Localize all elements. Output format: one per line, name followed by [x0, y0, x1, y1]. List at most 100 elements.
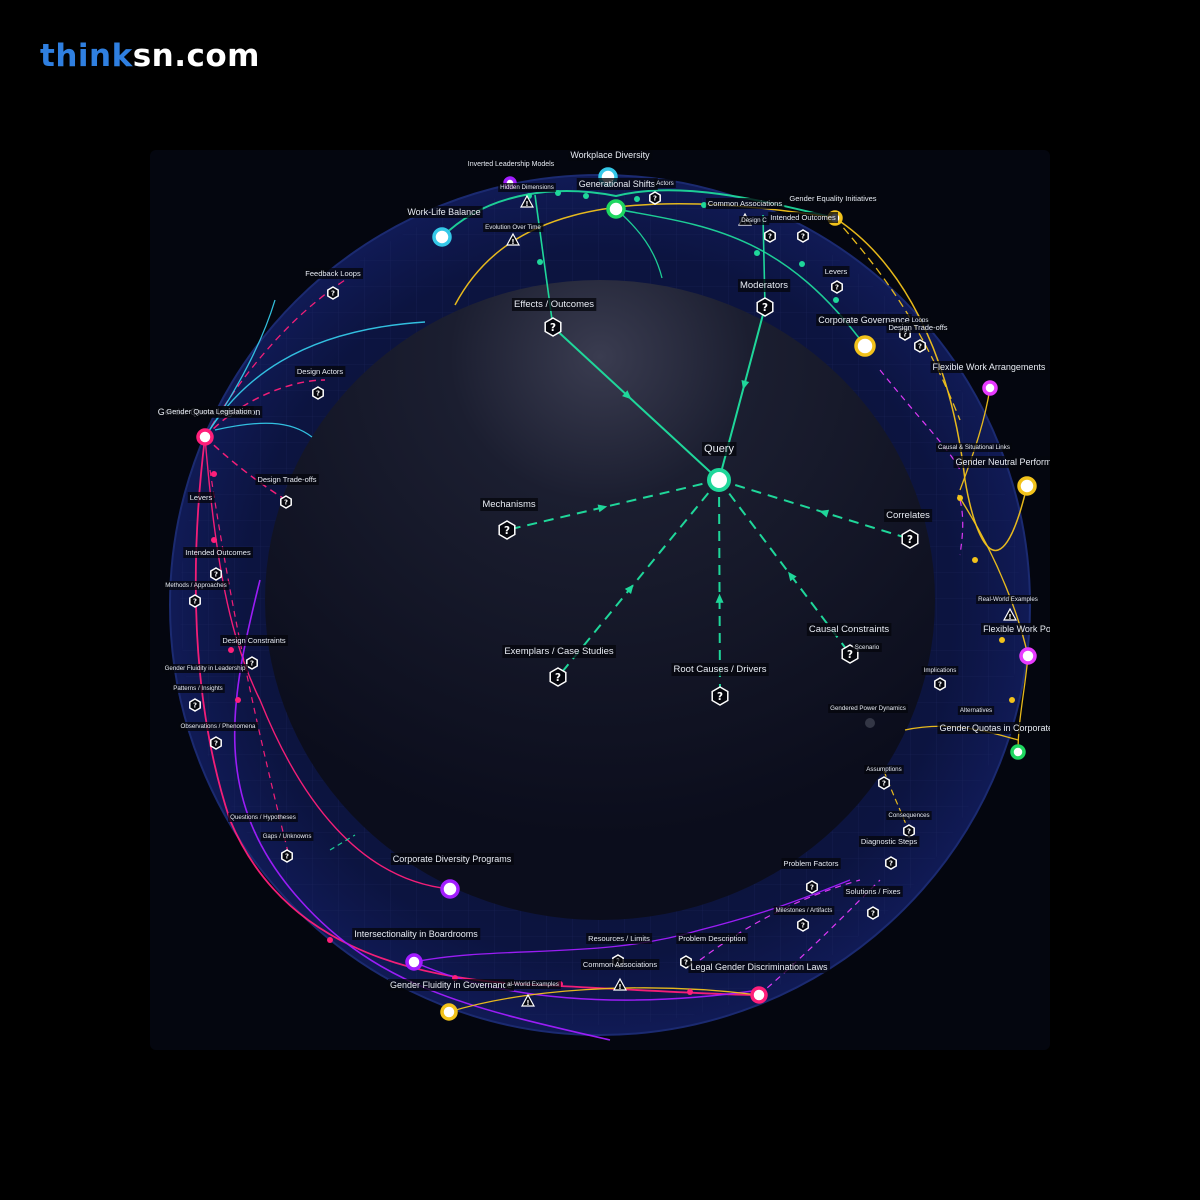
topic-node-work-life-balance[interactable]	[432, 227, 452, 247]
svg-text:Levers: Levers	[190, 493, 213, 502]
question-hex-icon[interactable]: ?	[312, 386, 324, 400]
edge-arrow-3	[715, 593, 724, 603]
topic-node-corporate-governance[interactable]	[854, 335, 876, 357]
svg-text:?: ?	[717, 691, 723, 703]
question-hex-icon[interactable]: ?	[831, 280, 843, 294]
topic-node-gender-quotas-in-corporate-l[interactable]	[1010, 744, 1026, 760]
topic-node-corporate-diversity-programs[interactable]	[440, 879, 460, 899]
warning-icon[interactable]: !	[505, 232, 521, 246]
question-hex-icon[interactable]: ?	[549, 667, 567, 687]
question-hex-icon[interactable]: ?	[280, 495, 292, 509]
svg-text:Root Causes / Drivers: Root Causes / Drivers	[674, 664, 767, 675]
svg-text:?: ?	[214, 740, 218, 748]
topic-node-gender-neutral-performa[interactable]	[1017, 476, 1037, 496]
question-hex-icon[interactable]: ?	[901, 529, 919, 549]
curve-right-pink-dashed	[879, 369, 961, 471]
dot-node-icon[interactable]	[865, 718, 875, 728]
question-hex-icon[interactable]: ?	[210, 567, 222, 581]
svg-text:Gender Fluidity in Governance: Gender Fluidity in Governance	[390, 980, 512, 990]
svg-text:Milestones / Artifacts: Milestones / Artifacts	[776, 907, 833, 914]
sub-label-levers: Levers	[187, 492, 215, 503]
question-hex-icon[interactable]: ?	[189, 594, 201, 608]
edge-arrow-2	[624, 584, 634, 594]
question-hex-icon[interactable]: ?	[327, 286, 339, 300]
svg-text:Consequences: Consequences	[888, 812, 929, 819]
warning-icon[interactable]: !	[1002, 607, 1018, 621]
question-hex-icon[interactable]: ?	[756, 297, 774, 317]
svg-text:Gender Quotas in Corporate L: Gender Quotas in Corporate L	[939, 723, 1050, 733]
question-hex-icon[interactable]: ?	[649, 191, 661, 205]
topic-node-flexible-work-arrangements[interactable]	[982, 380, 998, 396]
svg-text:Patterns / Insights: Patterns / Insights	[173, 685, 223, 692]
inner-node-label-mechanisms: Mechanisms	[480, 498, 538, 511]
warning-icon[interactable]: !	[519, 194, 535, 208]
question-hex-icon[interactable]: ?	[878, 776, 890, 790]
question-hex-icon[interactable]: ?	[797, 918, 809, 932]
svg-text:!: !	[618, 983, 621, 991]
topic-node-flexible-work-pol[interactable]	[1019, 647, 1037, 665]
question-hex-icon[interactable]: ?	[189, 698, 201, 712]
curve-bottom-purple-2	[413, 879, 851, 963]
edge-arrow-0	[597, 504, 608, 513]
topic-node-gender-quota-legislation[interactable]	[196, 428, 214, 446]
sub-label-solutions-fixes: Solutions / Fixes	[843, 886, 903, 897]
svg-text:?: ?	[889, 860, 893, 868]
question-hex-icon[interactable]: ?	[246, 656, 258, 670]
svg-text:!: !	[525, 200, 528, 208]
sub-label-design-trade-offs: Design Trade-offs	[255, 474, 319, 485]
query-label: Query	[702, 442, 737, 456]
curve-left-magenta-dashed	[204, 379, 326, 438]
knowledge-graph[interactable]: ???????!!?!????????????????!!???????! Qu…	[150, 150, 1050, 1050]
sub-label-consequences: Consequences	[886, 811, 932, 820]
topic-node-intersectionality-in-boardrooms[interactable]	[405, 953, 423, 971]
edge-dot-teal-6	[754, 250, 760, 256]
question-hex-icon[interactable]: ?	[797, 229, 809, 243]
edge-dot-teal-7	[799, 261, 805, 267]
svg-text:Intersectionality in Boardroom: Intersectionality in Boardrooms	[354, 929, 478, 939]
question-hex-icon[interactable]: ?	[498, 520, 516, 540]
edge-dot-teal-8	[833, 297, 839, 303]
sub-label-evolution-over-time: Evolution Over Time	[483, 223, 544, 232]
svg-text:Workplace Diversity: Workplace Diversity	[570, 150, 650, 160]
question-hex-icon[interactable]: ?	[903, 824, 915, 838]
question-hex-icon[interactable]: ?	[711, 686, 729, 706]
warning-icon[interactable]: !	[612, 977, 628, 991]
edge-query-4	[718, 479, 851, 655]
sub-label-intended-outcomes: Intended Outcomes	[183, 547, 253, 558]
edge-arrow-5	[622, 390, 632, 400]
edge-query-0	[506, 479, 720, 531]
edge-dot-magenta-0	[211, 471, 217, 477]
curve-right-pink-drop	[959, 387, 991, 491]
question-hex-icon[interactable]: ?	[885, 856, 897, 870]
warning-icon[interactable]: !	[520, 993, 536, 1007]
topic-node-label-intersectionality-in-boardrooms: Intersectionality in Boardrooms	[352, 928, 481, 940]
edge-query-5	[552, 326, 720, 481]
question-hex-icon[interactable]: ?	[764, 229, 776, 243]
sub-label-levers: Levers	[822, 266, 850, 277]
topic-node-legal-gender-discrimination-laws[interactable]	[750, 986, 768, 1004]
inner-node-label-root-causes-drivers: Root Causes / Drivers	[671, 663, 769, 676]
question-hex-icon[interactable]: ?	[867, 906, 879, 920]
topic-node-generational-shifts[interactable]	[606, 199, 626, 219]
svg-text:?: ?	[550, 322, 556, 334]
question-hex-icon[interactable]: ?	[544, 317, 562, 337]
topic-node-label-gender-fluidity-in-governance: Gender Fluidity in Governance	[387, 979, 515, 991]
question-hex-icon[interactable]: ?	[210, 736, 222, 750]
sub-label-real-world-examples: Real-World Examples	[976, 595, 1040, 604]
graph-viewport[interactable]: ???????!!?!????????????????!!???????! Qu…	[150, 150, 1050, 1050]
edge-dot-magenta-4	[327, 937, 333, 943]
sub-label-alternatives: Alternatives	[957, 706, 995, 715]
svg-text:Design Constraints: Design Constraints	[222, 636, 286, 645]
query-hub-node[interactable]	[707, 468, 731, 492]
edge-dot-yellow-2	[999, 637, 1005, 643]
question-hex-icon[interactable]: ?	[806, 880, 818, 894]
question-hex-icon[interactable]: ?	[914, 339, 926, 353]
sub-label-causal-situational-links: Causal & Situational Links	[936, 443, 1012, 452]
question-hex-icon[interactable]: ?	[281, 849, 293, 863]
brand-logo-part2: sn.com	[132, 38, 260, 74]
question-hex-icon[interactable]: ?	[934, 677, 946, 691]
curve-gen-gov	[615, 208, 866, 347]
topic-node-gender-fluidity-in-governance[interactable]	[440, 1003, 458, 1021]
edge-dot-magenta-1	[211, 537, 217, 543]
svg-text:!: !	[511, 238, 514, 246]
